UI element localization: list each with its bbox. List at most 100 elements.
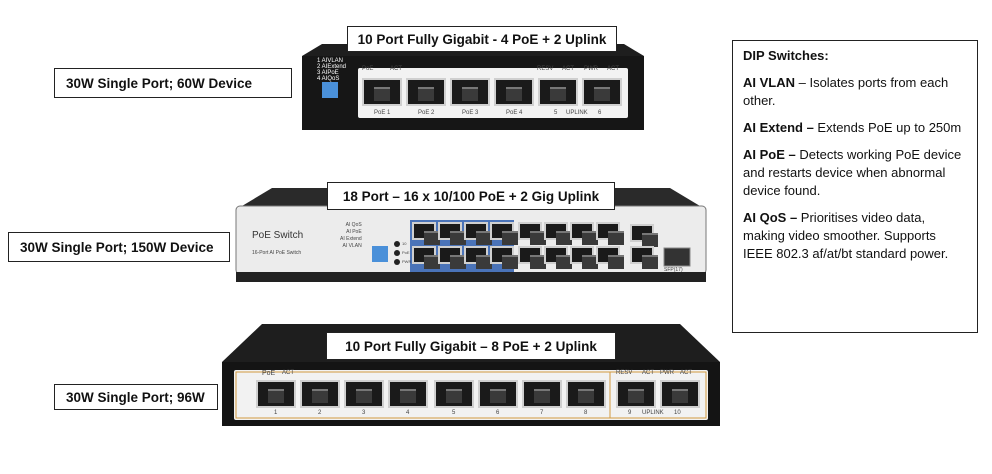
dip-item-desc: Detects working PoE device and restarts … bbox=[743, 147, 962, 198]
header-label: ACT bbox=[680, 370, 692, 376]
rj45-port bbox=[518, 222, 546, 245]
subtitle-label: 16-Port AI PoE Switch bbox=[252, 250, 302, 256]
rj45-port bbox=[566, 380, 606, 408]
indicator-label: PoE bbox=[402, 250, 410, 255]
rj45-port bbox=[406, 78, 446, 106]
port-label: PoE 4 bbox=[506, 110, 523, 116]
uplink-port bbox=[630, 224, 658, 247]
header-label: RESV bbox=[537, 66, 554, 72]
port-label: PoE 1 bbox=[374, 110, 391, 116]
header-label: PoE bbox=[362, 66, 374, 72]
dip-item-term: AI QoS – bbox=[743, 210, 798, 225]
header-label: ACT bbox=[562, 66, 574, 72]
rj45-port bbox=[464, 246, 492, 269]
dip-item-desc: Extends PoE up to 250m bbox=[813, 120, 962, 135]
rj45-port bbox=[438, 222, 466, 245]
dip-item-term: AI Extend – bbox=[743, 120, 814, 135]
switch-bottom-title: 10 Port Fully Gigabit – 8 PoE + 2 Uplink bbox=[326, 332, 616, 360]
rj45-port bbox=[412, 246, 440, 269]
rj45-port bbox=[438, 246, 466, 269]
rj45-port bbox=[256, 380, 296, 408]
dip-item: AI VLAN – Isolates ports from each other… bbox=[743, 74, 967, 110]
port-number: 9 bbox=[628, 410, 632, 416]
rj45-port bbox=[544, 222, 572, 245]
rj45-port bbox=[538, 78, 578, 106]
port-label: UPLINK bbox=[642, 410, 664, 416]
dip-panel-heading: DIP Switches: bbox=[743, 48, 829, 63]
header-label: PoE bbox=[262, 370, 276, 377]
port-number: 8 bbox=[584, 410, 588, 416]
port-label: PoE 2 bbox=[418, 110, 435, 116]
header-label: ACT bbox=[282, 370, 294, 376]
port-label: 5 bbox=[554, 110, 558, 116]
port-number: 6 bbox=[496, 410, 500, 416]
rj45-port bbox=[522, 380, 562, 408]
dip-item-term: AI PoE – bbox=[743, 147, 796, 162]
rj45-port bbox=[412, 222, 440, 245]
port-number: 7 bbox=[540, 410, 544, 416]
header-label: PWR bbox=[660, 370, 674, 376]
port-label: UPLINK bbox=[566, 110, 588, 116]
rj45-port bbox=[388, 380, 428, 408]
dip-item-desc: – Isolates ports from each other. bbox=[743, 75, 949, 108]
dip-item-desc: Prioritises video data, making video smo… bbox=[743, 210, 949, 261]
switch-middle-title: 18 Port – 16 x 10/100 PoE + 2 Gig Uplink bbox=[327, 182, 615, 210]
port-label: 6 bbox=[598, 110, 602, 116]
rj45-port bbox=[344, 380, 384, 408]
rj45-port bbox=[596, 222, 624, 245]
header-label: PWR bbox=[584, 66, 598, 72]
rj45-port bbox=[544, 246, 572, 269]
port-number: 2 bbox=[318, 410, 322, 416]
switch-top-side-label: 30W Single Port; 60W Device bbox=[54, 68, 292, 98]
port-grid bbox=[412, 222, 652, 270]
rj45-port bbox=[570, 246, 598, 269]
dip-item-term: AI VLAN bbox=[743, 75, 795, 90]
rj45-port bbox=[490, 246, 518, 269]
port-number: 1 bbox=[274, 410, 278, 416]
dip-switches-panel: DIP Switches: AI VLAN – Isolates ports f… bbox=[732, 40, 978, 333]
indicator-label: PWR bbox=[402, 259, 412, 264]
dip-label: 3 AIPoE bbox=[317, 70, 339, 76]
switch-bottom-side-label: 30W Single Port; 96W bbox=[54, 384, 218, 410]
port-number: 3 bbox=[362, 410, 366, 416]
sfp-label: SFP(17) bbox=[664, 267, 683, 273]
uplink-port bbox=[660, 380, 700, 408]
port-number: 4 bbox=[406, 410, 410, 416]
rj45-port bbox=[478, 380, 518, 408]
dip-label: AI QoS bbox=[345, 222, 362, 228]
port-number: 5 bbox=[452, 410, 456, 416]
rj45-port bbox=[300, 380, 340, 408]
header-label: RESV bbox=[616, 370, 633, 376]
dip-label: AI PoE bbox=[346, 229, 362, 235]
dip-label: 4 AIQoS bbox=[317, 76, 340, 82]
port-number: 10 bbox=[674, 410, 681, 416]
dip-item: AI Extend – Extends PoE up to 250m bbox=[743, 119, 967, 137]
rj45-port bbox=[362, 78, 402, 106]
brand-label: PoE Switch bbox=[252, 230, 304, 241]
switch-middle-side-label: 30W Single Port; 150W Device bbox=[8, 232, 230, 262]
dip-label: 1 AIVLAN bbox=[317, 58, 344, 64]
rj45-port bbox=[434, 380, 474, 408]
dip-item: AI PoE – Detects working PoE device and … bbox=[743, 146, 967, 200]
header-label: ACT bbox=[390, 66, 402, 72]
rj45-port bbox=[596, 246, 624, 269]
rj45-port bbox=[518, 246, 546, 269]
rj45-port bbox=[494, 78, 534, 106]
uplink-port bbox=[616, 380, 656, 408]
rj45-port bbox=[582, 78, 622, 106]
dip-label: 2 AIExtend bbox=[317, 64, 347, 70]
dip-item: AI QoS – Prioritises video data, making … bbox=[743, 209, 967, 263]
dip-label: AI Extend bbox=[340, 236, 362, 242]
header-label: ACT bbox=[607, 66, 619, 72]
rj45-port bbox=[450, 78, 490, 106]
switch-top-title: 10 Port Fully Gigabit - 4 PoE + 2 Uplink bbox=[347, 26, 617, 52]
uplink-port bbox=[630, 246, 658, 269]
dip-label: AI VLAN bbox=[342, 243, 362, 249]
header-label: ACT bbox=[642, 370, 654, 376]
indicator-label: 10 bbox=[402, 241, 407, 246]
switch-top-device: 1 AIVLAN 2 AIExtend 3 AIPoE 4 AIQoS PoE … bbox=[302, 44, 644, 130]
rj45-port bbox=[464, 222, 492, 245]
rj45-port bbox=[490, 222, 518, 245]
rj45-port bbox=[570, 222, 598, 245]
port-label: PoE 3 bbox=[462, 110, 479, 116]
